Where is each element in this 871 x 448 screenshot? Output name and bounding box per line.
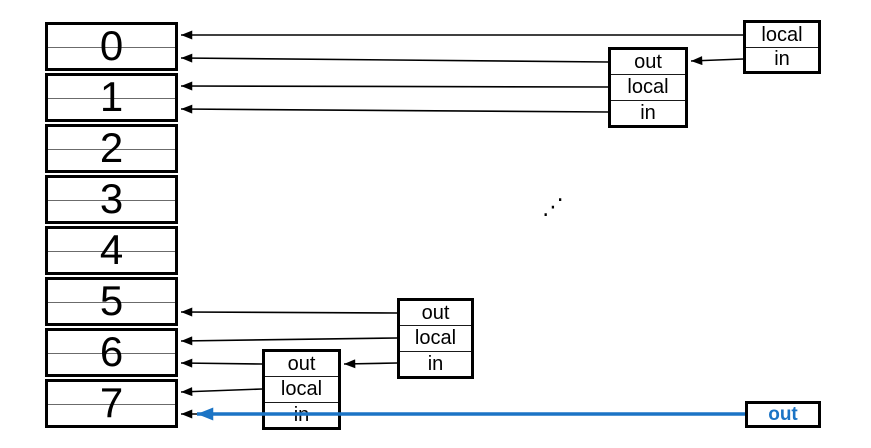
register-block-5: 5 <box>45 277 178 326</box>
register-midline <box>48 403 175 405</box>
register-number: 7 <box>99 378 124 426</box>
register-file: 0 1 2 3 4 5 6 7 <box>45 22 178 430</box>
register-midline <box>48 97 175 99</box>
register-number: 0 <box>99 21 124 69</box>
window-box-caller: local in <box>743 20 821 74</box>
register-number: 3 <box>99 174 124 222</box>
window-row-in: in <box>746 46 818 72</box>
register-number: 2 <box>99 123 124 171</box>
window-row-in: in <box>611 99 685 125</box>
register-number: 6 <box>99 327 124 375</box>
diagonal-ellipsis: ⋰ <box>542 195 564 220</box>
register-midline <box>48 352 175 354</box>
arrow-window3-local-to-reg7 <box>180 387 263 397</box>
window-box-2: out local in <box>397 298 474 379</box>
window-box-1: out local in <box>608 47 688 128</box>
arrow-caller-in-to-window1-out <box>690 56 744 66</box>
register-block-6: 6 <box>45 328 178 377</box>
window-row-local: local <box>611 74 685 99</box>
window-row-local: local <box>761 23 803 46</box>
register-number: 1 <box>99 72 124 120</box>
register-block-2: 2 <box>45 124 178 173</box>
window-row-out: out <box>287 353 316 376</box>
arrow-window2-in-to-window3-out <box>343 359 398 369</box>
register-block-1: 1 <box>45 73 178 122</box>
arrow-window1-in-to-reg1 <box>180 104 609 114</box>
arrow-window1-out-to-reg0 <box>180 53 609 63</box>
register-midline <box>48 250 175 252</box>
register-block-3: 3 <box>45 175 178 224</box>
window-row-in: in <box>265 401 338 427</box>
register-number: 5 <box>99 276 124 324</box>
window-row-in: in <box>400 350 471 376</box>
arrow-window2-out-to-reg5 <box>180 307 398 317</box>
window-row-local: local <box>265 376 338 401</box>
window-row-out: out <box>634 51 662 74</box>
register-block-4: 4 <box>45 226 178 275</box>
register-midline <box>48 148 175 150</box>
arrow-window2-local-to-reg6 <box>180 336 398 346</box>
arrow-window1-local-to-reg1 <box>180 81 609 91</box>
register-midline <box>48 46 175 48</box>
window-box-3: out local in <box>262 349 341 430</box>
register-block-7: 7 <box>45 379 178 428</box>
arrow-window3-out-to-reg6 <box>180 358 263 368</box>
register-number: 4 <box>99 225 124 273</box>
register-block-0: 0 <box>45 22 178 71</box>
window-row-out: out <box>768 404 798 425</box>
window-row-local: local <box>400 325 471 350</box>
window-row-out: out <box>421 302 450 325</box>
register-midline <box>48 301 175 303</box>
register-midline <box>48 199 175 201</box>
current-out-box: out <box>745 401 821 428</box>
